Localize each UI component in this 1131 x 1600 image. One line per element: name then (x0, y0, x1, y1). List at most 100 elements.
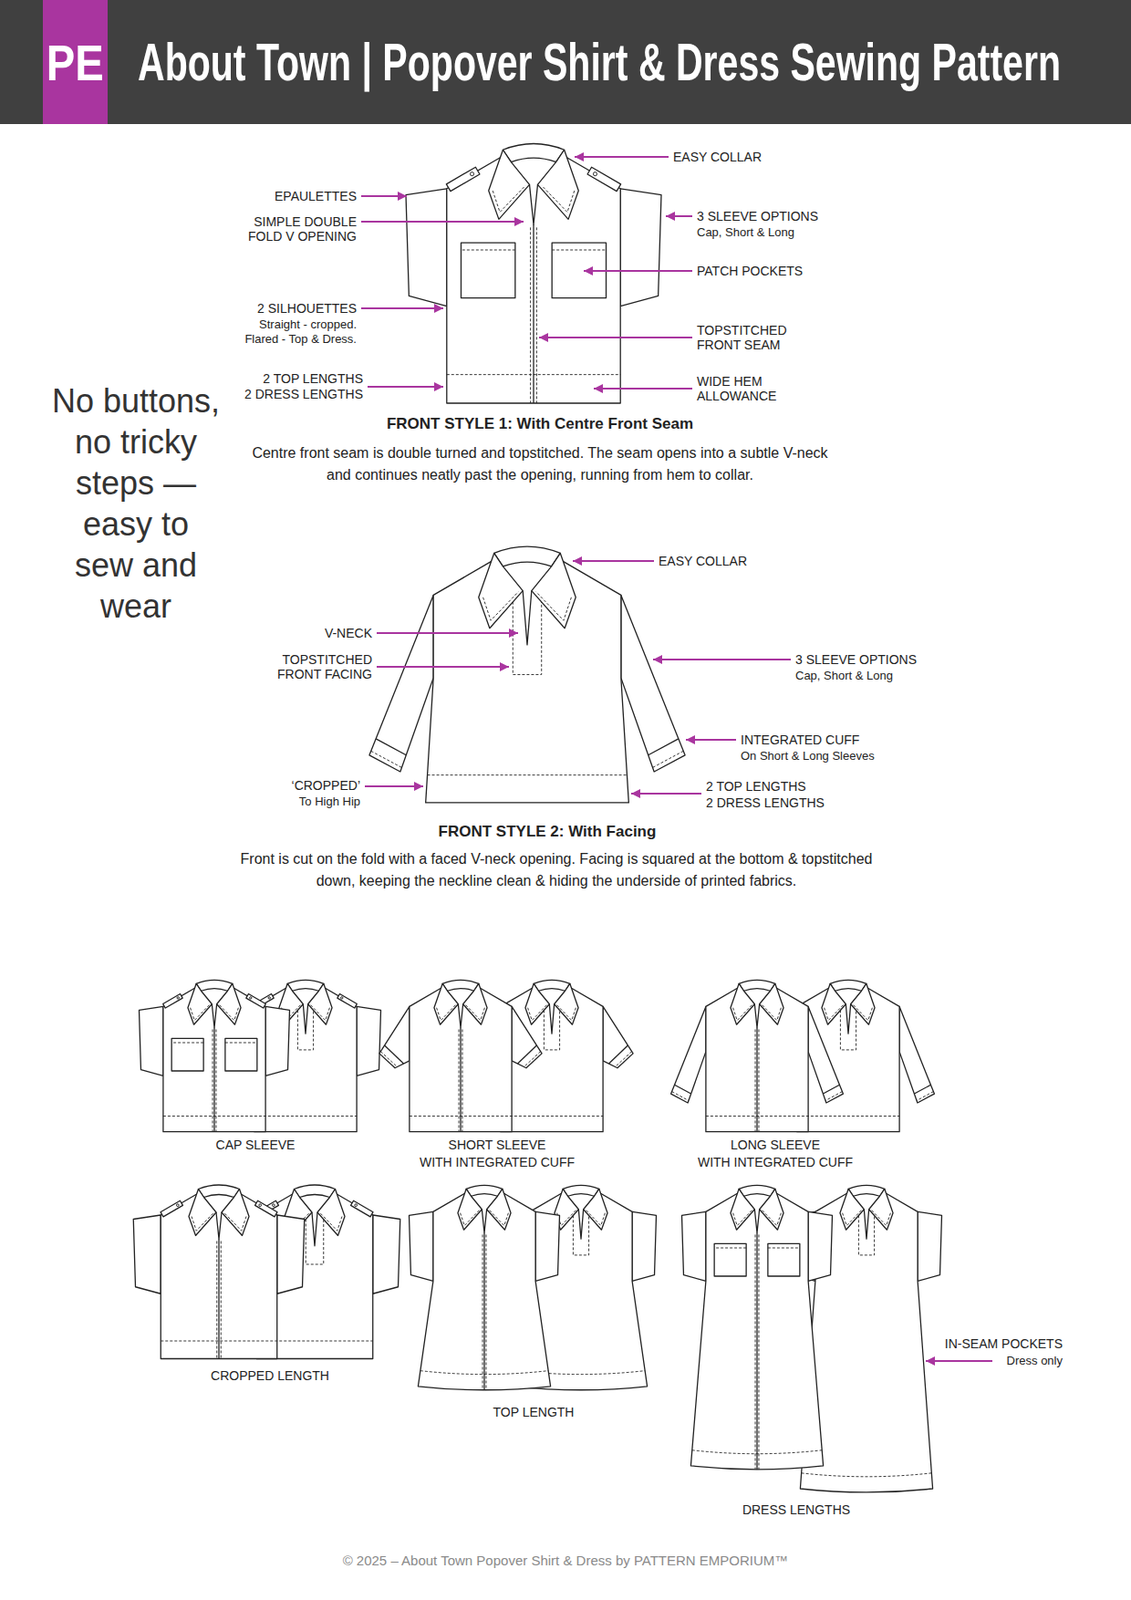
leader-arrow (574, 155, 669, 158)
garment-flat (409, 1184, 561, 1390)
collar (188, 1189, 217, 1236)
collar-topstitch (761, 1004, 781, 1020)
sleeve (602, 1006, 633, 1068)
garment-flat (405, 144, 662, 404)
pocket-topstitch (551, 249, 606, 251)
pocket-topstitch (714, 1247, 747, 1249)
seam-topstitch (529, 227, 531, 404)
seam-topstitch (461, 1028, 463, 1131)
callout-label: CAP SLEEVE (118, 1137, 393, 1152)
leader-arrow (653, 658, 791, 661)
sleeve (265, 1006, 290, 1076)
callout-label: INTEGRATED CUFF (740, 732, 860, 748)
callout-label: 2 TOP LENGTHS (262, 371, 364, 386)
v-opening (211, 1004, 217, 1028)
callout-label: V-NECK (324, 625, 373, 641)
collar (730, 983, 755, 1025)
logo-box: PE (42, 0, 108, 125)
collar-topstitch (436, 1004, 457, 1020)
epaulette (255, 1200, 278, 1217)
leader-arrow (361, 307, 444, 310)
callout-label: SHORT SLEEVE (360, 1137, 634, 1152)
sleeve (535, 1211, 560, 1281)
centre-front-seam (459, 1027, 461, 1132)
seam-topstitch (216, 1241, 218, 1360)
garment-flat (369, 546, 685, 803)
garment-body (690, 1192, 823, 1470)
epaulette-button (470, 172, 475, 177)
garment-body (425, 560, 630, 803)
garment-flat (133, 1184, 305, 1360)
collar-band (198, 1184, 240, 1198)
collar (850, 983, 875, 1025)
callout-arrows (361, 156, 993, 1361)
callout-label: WIDE HEM ALLOWANCE (696, 373, 798, 404)
callout-label: TOPSTITCHED FRONT FACING (262, 652, 373, 682)
collar-band (830, 979, 867, 991)
epaulette-button (354, 1203, 358, 1207)
style-heading: FRONT STYLE 2: With Facing (273, 822, 821, 841)
epaulette-button (271, 1203, 275, 1207)
sleeve (621, 594, 685, 772)
callout-label: PATCH POCKETS (696, 263, 803, 279)
callout-label: 3 SLEEVE OPTIONS (795, 652, 917, 667)
callout-note: On Short & Long Sleeves (740, 748, 875, 764)
garment-body (417, 1192, 550, 1390)
epaulette (446, 166, 480, 191)
facing-topstitch (543, 1009, 560, 1050)
leader-arrow (539, 336, 693, 339)
copyright-note: © 2025 – About Town Popover Shirt & Dres… (200, 1552, 931, 1569)
collar-topstitch (483, 591, 519, 621)
callout-label: 2 SILHOUETTES (257, 300, 357, 316)
collar-topstitch (761, 1209, 781, 1225)
epaulette (163, 994, 184, 1009)
cuff-topstitch (672, 1091, 689, 1101)
leader-arrow (572, 560, 654, 562)
cuff-topstitch (371, 750, 403, 768)
v-neck (845, 1004, 851, 1034)
hem-topstitch (427, 774, 628, 776)
collar-band (494, 546, 561, 567)
leader-arrow (685, 738, 737, 741)
seam-topstitch (755, 1234, 757, 1469)
callout-label: TOP LENGTH (396, 1404, 671, 1420)
collar (488, 149, 530, 219)
hem-topstitch (797, 1115, 900, 1117)
leader-arrow (925, 1359, 993, 1362)
cuff-topstitch (615, 1051, 633, 1068)
seam-topstitch (755, 1028, 757, 1131)
callout-label: 2 DRESS LENGTHS (244, 386, 364, 402)
callout-label: IN-SEAM POCKETS (944, 1336, 1063, 1351)
cuff-topstitch (916, 1091, 934, 1101)
patch-pocket (460, 242, 515, 298)
garment-body (160, 1193, 278, 1360)
epaulette (246, 994, 267, 1009)
collar (221, 1189, 250, 1236)
centre-front-seam (756, 1233, 758, 1470)
callout-note: Cap, Short & Long (795, 668, 893, 684)
epaulette (587, 166, 622, 191)
garment-body (797, 986, 900, 1131)
cuff-seam (384, 1045, 405, 1064)
collar-topstitch (320, 1213, 343, 1232)
collar (525, 983, 550, 1025)
cuff-seam (674, 1084, 692, 1094)
callout-label: 2 TOP LENGTHS (705, 778, 807, 794)
collar-topstitch (733, 1209, 753, 1225)
collar-topstitch (824, 1004, 844, 1020)
patch-pocket (225, 1037, 258, 1071)
callout-label: 3 SLEEVE OPTIONS (696, 208, 819, 224)
sleeve (379, 1006, 410, 1068)
cuff-topstitch (380, 1051, 397, 1068)
sleeve (632, 1211, 656, 1281)
pocket-topstitch (460, 249, 515, 251)
v-opening (216, 1212, 222, 1239)
leader-arrow (583, 269, 693, 272)
v-opening (457, 1004, 463, 1028)
epaulette (160, 1200, 183, 1217)
garment-flat (379, 979, 542, 1131)
seam-topstitch (482, 1234, 484, 1390)
collar-topstitch (556, 1004, 576, 1020)
